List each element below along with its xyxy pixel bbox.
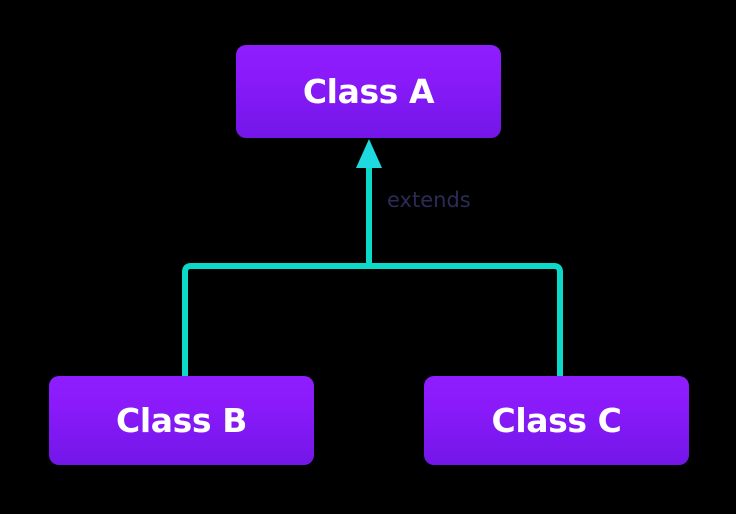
generalization-arrowhead-icon: [356, 139, 382, 168]
edge-junction-bar: [182, 263, 563, 376]
class-node-class-b[interactable]: Class B: [49, 376, 314, 465]
class-node-class-c[interactable]: Class C: [424, 376, 689, 465]
class-node-label: Class C: [491, 401, 622, 440]
class-node-label: Class B: [116, 401, 247, 440]
class-node-class-a[interactable]: Class A: [236, 45, 501, 138]
edge-label-extends: extends: [387, 188, 471, 212]
class-node-label: Class A: [302, 72, 435, 111]
